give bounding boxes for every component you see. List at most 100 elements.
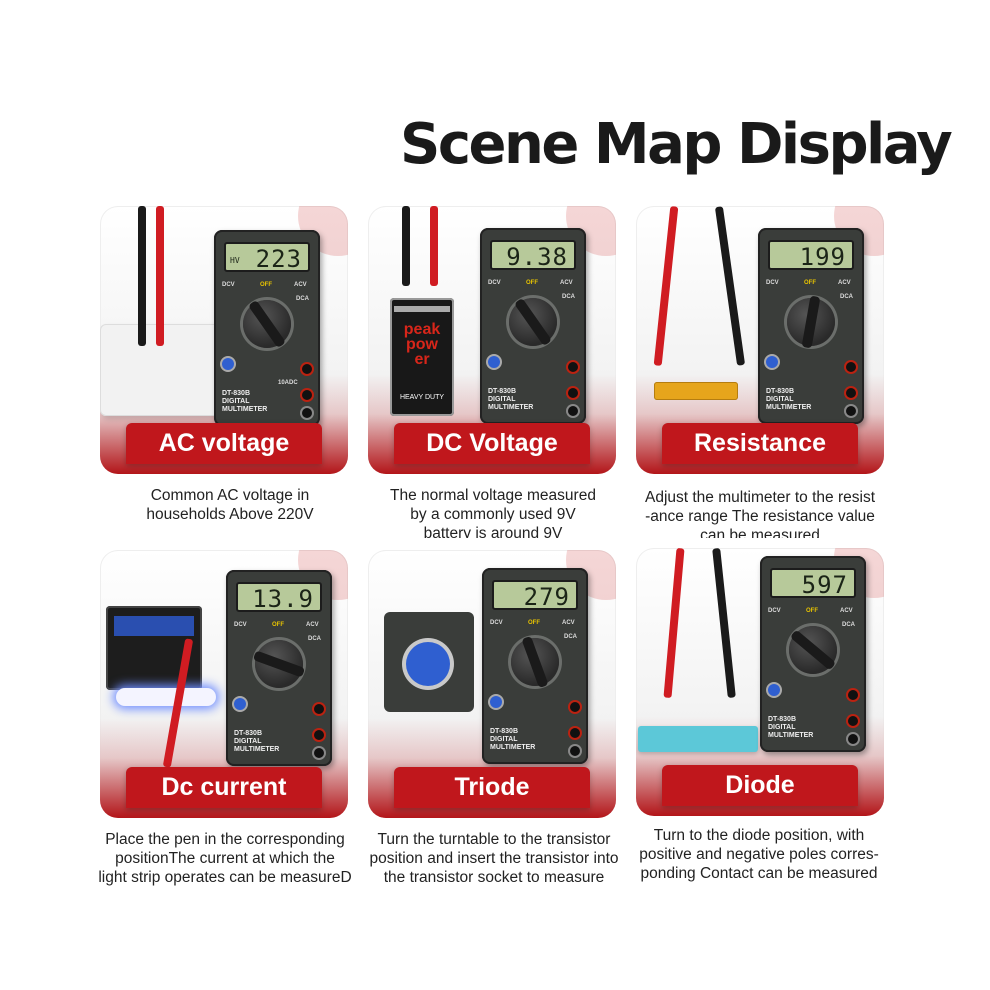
- card-label: DC Voltage: [394, 423, 590, 464]
- rotary-dial[interactable]: [787, 295, 835, 349]
- rotary-dial[interactable]: [789, 626, 837, 674]
- transistor-socket: [768, 684, 780, 696]
- rotary-dial[interactable]: [511, 635, 559, 689]
- dial-knob: [247, 299, 287, 349]
- led-strip: [116, 688, 216, 706]
- card-label: AC voltage: [126, 423, 322, 464]
- jack-vohma: [302, 390, 312, 400]
- desc-line: light strip operates can be measureD: [98, 869, 352, 886]
- black-probe: [402, 206, 410, 286]
- transistor-socket: [766, 356, 778, 368]
- jack-com: [846, 406, 856, 416]
- dial-knob: [521, 635, 549, 689]
- jack-10a: [848, 690, 858, 700]
- desc-line: can be measured: [700, 527, 820, 538]
- jack-10a: [846, 362, 856, 372]
- model-line1: DIGITAL: [234, 738, 262, 745]
- lcd-display: 597: [770, 568, 856, 599]
- transistor-socket-closeup: [384, 612, 474, 712]
- diode-board: [638, 726, 758, 752]
- jack-com: [848, 734, 858, 744]
- card-label: Diode: [662, 765, 858, 806]
- dcv-label: DCV: [222, 282, 235, 288]
- model-line1: DIGITAL: [222, 398, 250, 405]
- model-line2: MULTIMETER: [768, 732, 814, 739]
- jack-10a: [302, 364, 312, 374]
- jack-10a: [570, 702, 580, 712]
- desc-line: Common AC voltage in: [150, 487, 310, 504]
- model-name: DT-830B: [766, 388, 795, 395]
- desc-line: positionThe current at which the: [115, 850, 335, 867]
- acv-label: ACV: [294, 282, 307, 288]
- red-probe: [430, 206, 438, 286]
- dcv-label: DCV: [768, 608, 781, 614]
- acv-label: ACV: [560, 280, 573, 286]
- jack-vohma: [846, 388, 856, 398]
- model-line1: DIGITAL: [490, 736, 518, 743]
- dial-knob: [252, 650, 306, 678]
- card-description: Common AC voltage in households Above 22…: [100, 486, 360, 524]
- battery-brand: peak power: [403, 321, 441, 368]
- transistor-socket: [234, 698, 246, 710]
- dial-knob: [789, 629, 837, 671]
- desc-line: Adjust the multimeter to the resist: [644, 489, 875, 506]
- acv-label: ACV: [838, 280, 851, 286]
- model-name: DT-830B: [222, 390, 251, 397]
- lcd-display: 9.38: [490, 240, 576, 271]
- red-probe: [663, 548, 685, 699]
- jack-com: [302, 408, 312, 418]
- dcv-label: DCV: [766, 280, 779, 286]
- desc-line: Place the pen in the corresponding: [105, 831, 345, 848]
- desc-line: positive and negative poles corres-: [639, 846, 879, 863]
- rotary-dial[interactable]: [243, 299, 291, 349]
- card-description: Turn the turntable to the transistor pos…: [354, 830, 634, 887]
- lcd-display: 199: [768, 240, 854, 271]
- desc-line: households Above 220V: [146, 506, 314, 523]
- rotary-dial[interactable]: [252, 640, 306, 688]
- dial-knob: [513, 297, 553, 347]
- dial-knob: [801, 295, 821, 349]
- off-label: OFF: [806, 608, 818, 614]
- desc-line: -ance range The resistance value: [645, 508, 875, 525]
- lcd-reading: 223: [255, 245, 302, 273]
- lcd-display: 13.9: [236, 582, 322, 613]
- transistor-socket: [490, 696, 502, 708]
- card-description: Adjust the multimeter to the resist -anc…: [630, 488, 890, 538]
- off-label: OFF: [272, 622, 284, 628]
- desc-line: by a commonly used 9V: [410, 506, 576, 523]
- desc-line: Turn the turntable to the transistor: [377, 831, 611, 848]
- card-label: Resistance: [662, 423, 858, 464]
- model-line1: DIGITAL: [768, 724, 796, 731]
- model-line2: MULTIMETER: [222, 406, 268, 413]
- model-name: DT-830B: [490, 728, 519, 735]
- jack-vohma: [848, 716, 858, 726]
- page-title: Scene Map Display: [400, 112, 953, 177]
- dcv-label: DCV: [490, 620, 503, 626]
- model-line1: DIGITAL: [766, 396, 794, 403]
- dca-label: DCA: [562, 294, 575, 300]
- jack-com: [568, 406, 578, 416]
- desc-line: the transistor socket to measure: [383, 869, 605, 886]
- model-name: DT-830B: [488, 388, 517, 395]
- desc-line: battery is around 9V: [423, 525, 563, 538]
- hv-indicator: HV: [230, 256, 240, 265]
- transistor-socket: [488, 356, 500, 368]
- jack-vohma: [570, 728, 580, 738]
- 9v-battery: peak power HEAVY DUTY: [390, 298, 454, 416]
- acv-label: ACV: [840, 608, 853, 614]
- 10adc-label: 10ADC: [278, 380, 298, 386]
- rotary-dial[interactable]: [509, 297, 557, 347]
- card-description: Place the pen in the corresponding posit…: [90, 830, 360, 887]
- off-label: OFF: [804, 280, 816, 286]
- desc-line: ponding Contact can be measured: [640, 865, 878, 882]
- lcd-reading: 9.38: [506, 243, 568, 271]
